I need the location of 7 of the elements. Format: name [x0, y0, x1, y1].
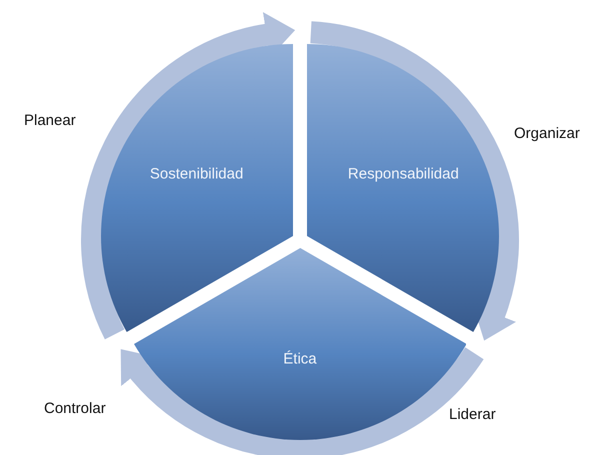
- step-label: Organizar: [514, 125, 580, 142]
- step-label: Controlar: [44, 400, 106, 417]
- sector-label: Responsabilidad: [348, 166, 459, 183]
- step-label: Liderar: [449, 406, 496, 423]
- sector-label: Ética: [283, 350, 317, 368]
- sector-label: Sostenibilidad: [150, 166, 244, 183]
- step-label: Planear: [24, 112, 76, 129]
